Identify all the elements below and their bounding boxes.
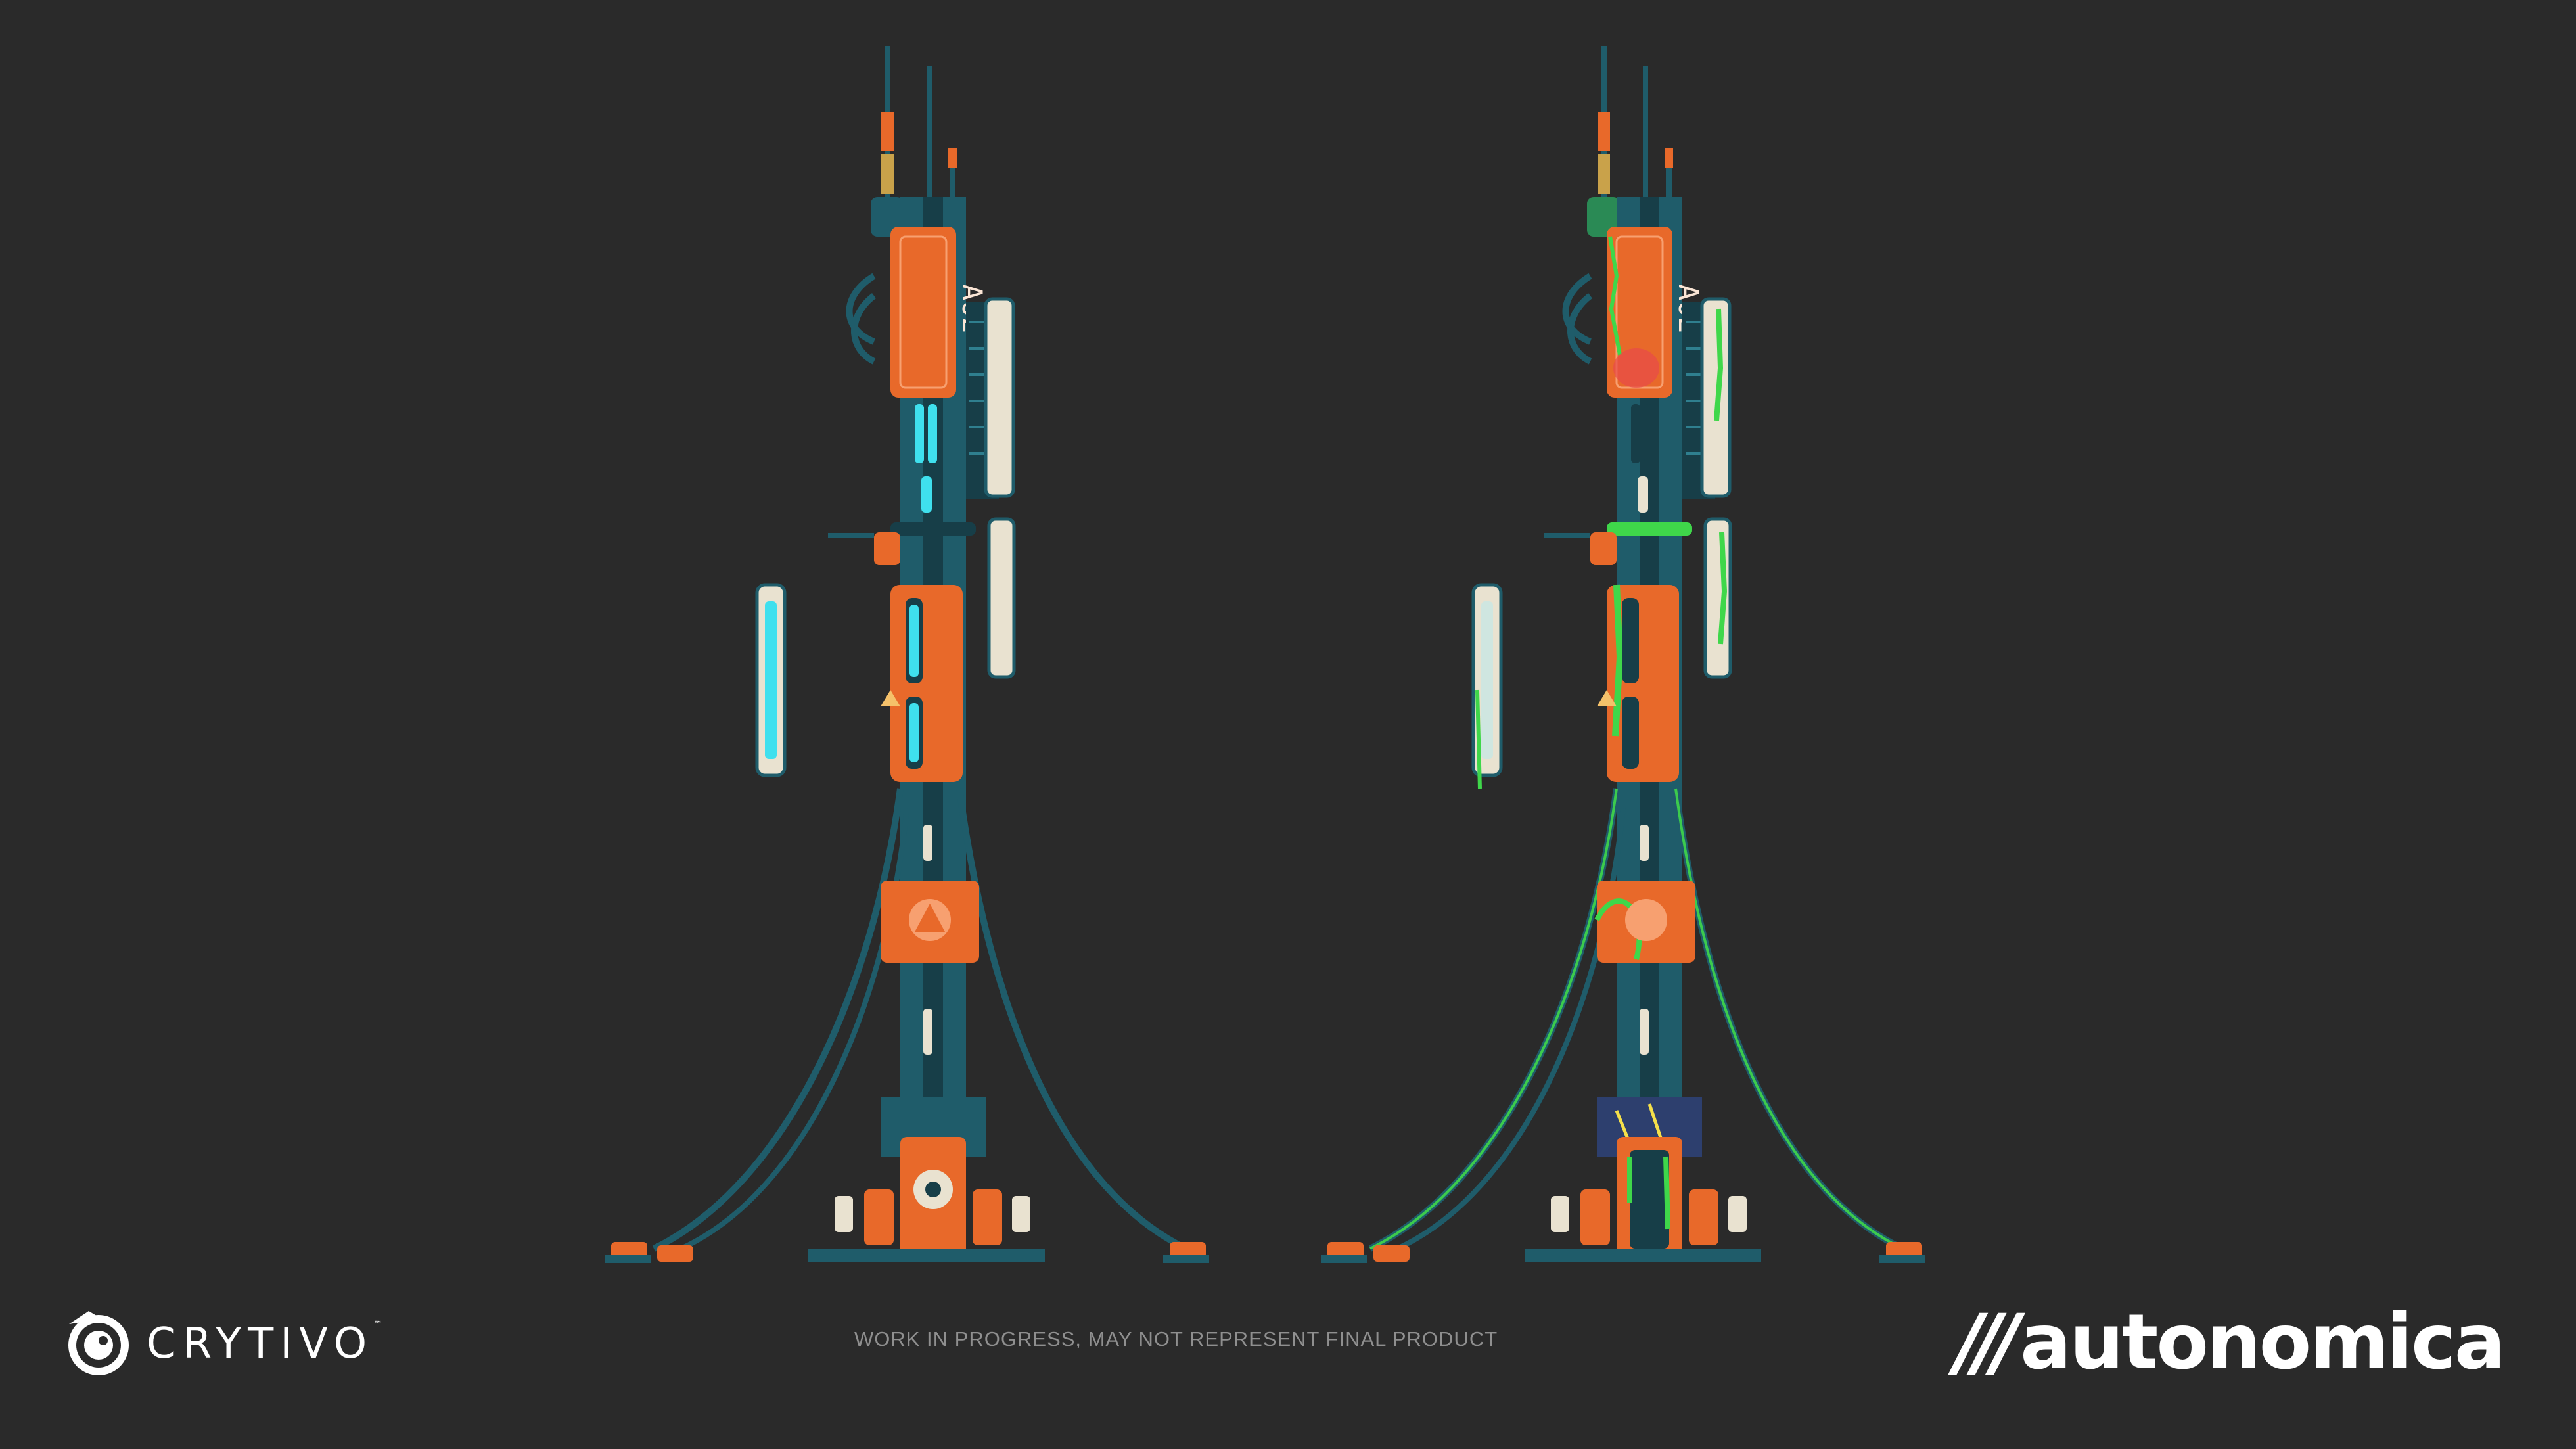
crytivo-chameleon-logo (68, 1311, 129, 1375)
crytivo-wordmark: CRYTIVO™ (147, 1320, 382, 1368)
autonomica-slashes: /// (1954, 1298, 2020, 1387)
trademark-mark: ™ (373, 1320, 383, 1330)
autonomica-brand: ///autonomica (1954, 1298, 2506, 1387)
mid-orange-block (890, 585, 963, 782)
crytivo-text: CRYTIVO (147, 1320, 374, 1368)
tower-clean-body: AO2 (605, 46, 1209, 1263)
tower-slimed-body: AO2 (1321, 46, 1925, 1263)
tower-clean: AO2 (605, 46, 1209, 1263)
radiation-icon (925, 1182, 941, 1197)
wip-disclaimer: WORK IN PROGRESS, MAY NOT REPRESENT FINA… (854, 1327, 1498, 1350)
tower-slimed: AO2 (1321, 46, 1925, 1263)
top-orange-panel (890, 227, 956, 398)
warning-triangle-icon (881, 690, 900, 706)
warning-triangle-icon (1597, 690, 1617, 706)
autonomica-wordmark: autonomica (2020, 1298, 2506, 1387)
crytivo-brand: CRYTIVO™ (62, 1304, 382, 1383)
